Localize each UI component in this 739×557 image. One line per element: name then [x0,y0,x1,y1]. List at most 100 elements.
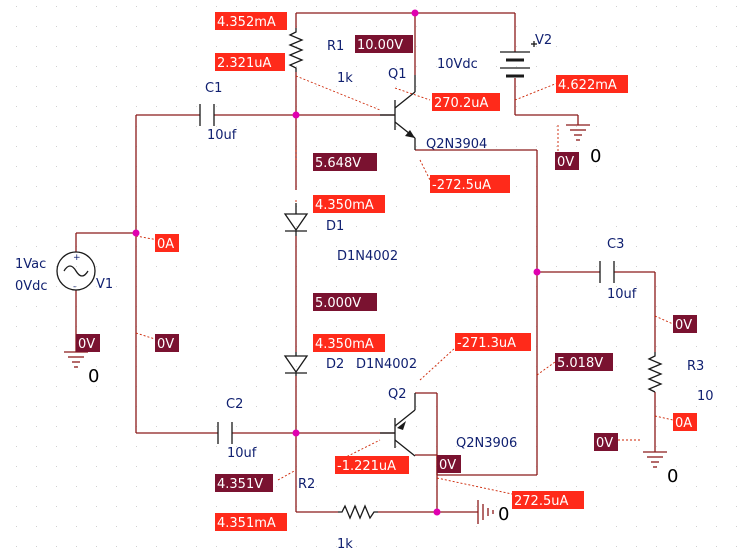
marker-text-i-d1: 4.350mA [315,198,374,213]
d1-model: D1N4002 [337,249,398,264]
marker-i-r1: 4.352mA [215,12,287,30]
ground-q2 [477,500,494,524]
marker-v-gnd-v2: 0V [555,152,579,170]
ground-label-q2: 0 [498,504,509,525]
marker-text-i-r3: 0A [675,416,692,431]
marker-text-i-r1: 4.352mA [217,15,276,30]
component-labels: R1 1k C1 10uf Q1 Q2N3904 10Vdc V2 D1 D1N… [15,33,714,552]
marker-text-i-r2: 4.351mA [217,516,276,531]
r2-value: 1k [337,537,353,552]
c3-value: 10uf [607,287,637,302]
marker-text-v-gnd-v1: 0V [78,337,95,352]
r3-value: 10 [697,389,714,404]
ground-r3 [643,451,667,468]
capacitor-c2[interactable] [217,422,233,444]
marker-text-v-output-node: 5.018V [557,356,603,371]
c3-name: C3 [607,237,624,252]
r1-value: 1k [337,71,353,86]
c2-name: C2 [226,397,243,412]
q2-name: Q2 [388,387,407,402]
diode-d1[interactable] [283,203,309,236]
marker-leaders [135,75,674,495]
marker-text-v-input: 0V [157,337,174,352]
transistor-q2[interactable] [380,393,416,457]
marker-text-v-gnd-v2: 0V [557,155,574,170]
marker-text-i-v2: 4.622mA [558,78,617,93]
resistor-r2[interactable] [338,504,378,520]
marker-i-q1-base: 2.321uA [215,53,285,71]
marker-text-i-v1: 0A [157,237,174,252]
ac-source-v1[interactable]: + - [56,251,96,292]
marker-v-output-node: 5.018V [555,353,613,371]
marker-text-v-top: 10.00V [357,38,403,53]
marker-i-q1-emitter: -272.5uA [430,175,510,193]
marker-text-i-q2-collector: 272.5uA [514,494,568,509]
c1-value: 10uf [207,128,237,143]
marker-i-r3: 0A [673,413,697,431]
resistor-r3[interactable] [647,352,663,393]
q2-model: Q2N3906 [456,436,517,451]
marker-text-v-q2-base: 4.351V [217,477,263,492]
v2-value: 10Vdc [437,57,478,72]
v1-ac: 1Vac [15,257,46,272]
simulation-markers: 4.352mA 10.00V 2.321uA 270.2uA 4.622mA 0V 5.64… [76,12,697,531]
marker-text-i-d2: 4.350mA [315,337,374,352]
marker-i-v1: 0A [155,234,179,252]
resistor-r1[interactable] [288,28,304,72]
ground-v1 [64,351,88,368]
d2-model: D1N4002 [356,357,417,372]
ground-v2 [566,124,590,141]
marker-i-q2-collector: 272.5uA [512,491,584,509]
marker-text-i-q1-base: 2.321uA [217,56,271,71]
q1-model: Q2N3904 [426,137,487,152]
marker-v-gnd-r3: 0V [594,433,618,451]
marker-i-d1: 4.350mA [313,195,385,213]
q1-name: Q1 [388,67,407,82]
marker-i-q2-base: -1.221uA [335,456,409,474]
transistor-q1[interactable] [380,75,416,150]
marker-text-i-q2-base: -1.221uA [337,459,396,474]
marker-i-q2-emitter: -271.3uA [455,333,531,351]
marker-i-r2: 4.351mA [215,513,287,531]
marker-i-d2: 4.350mA [313,334,385,352]
capacitor-c3[interactable] [599,261,615,283]
d1-name: D1 [326,219,344,234]
marker-text-v-q1-base: 5.648V [315,156,361,171]
svg-text:+: + [73,253,81,263]
marker-i-q1-collector: 270.2uA [432,93,500,111]
diode-d2[interactable] [283,352,309,376]
marker-text-v-out-c3: 0V [675,318,692,333]
r1-name: R1 [327,39,344,54]
marker-v-mid: 5.000V [313,293,377,311]
r3-name: R3 [687,359,704,374]
voltage-source-v2[interactable] [500,41,537,78]
ground-label-r3: 0 [667,466,678,487]
marker-i-v2: 4.622mA [556,75,628,93]
marker-text-v-q2-collector: 0V [439,458,456,473]
ground-label-v2: 0 [590,146,601,167]
capacitor-c1[interactable] [199,104,215,126]
marker-v-out-c3: 0V [673,315,697,333]
v2-name: V2 [535,33,552,48]
marker-v-top: 10.00V [355,35,413,53]
d2-name: D2 [326,357,344,372]
marker-text-i-q2-emitter: -271.3uA [457,336,516,351]
marker-v-q1-base: 5.648V [313,153,377,171]
marker-text-i-q1-collector: 270.2uA [434,96,488,111]
marker-v-input: 0V [155,334,179,352]
junction-dots [132,9,541,516]
marker-text-v-mid: 5.000V [315,296,361,311]
svg-text:-: - [73,282,76,292]
v1-name: V1 [96,277,113,292]
r2-name: R2 [298,477,315,492]
marker-v-q2-collector: 0V [437,455,461,473]
marker-v-q2-base: 4.351V [215,474,273,492]
marker-text-i-q1-emitter: -272.5uA [432,178,491,193]
v1-dc: 0Vdc [15,279,48,294]
ground-label-v1: 0 [88,366,99,387]
marker-text-v-gnd-r3: 0V [596,436,613,451]
c2-value: 10uf [227,446,257,461]
c1-name: C1 [205,81,222,96]
marker-v-gnd-v1: 0V [76,334,100,352]
